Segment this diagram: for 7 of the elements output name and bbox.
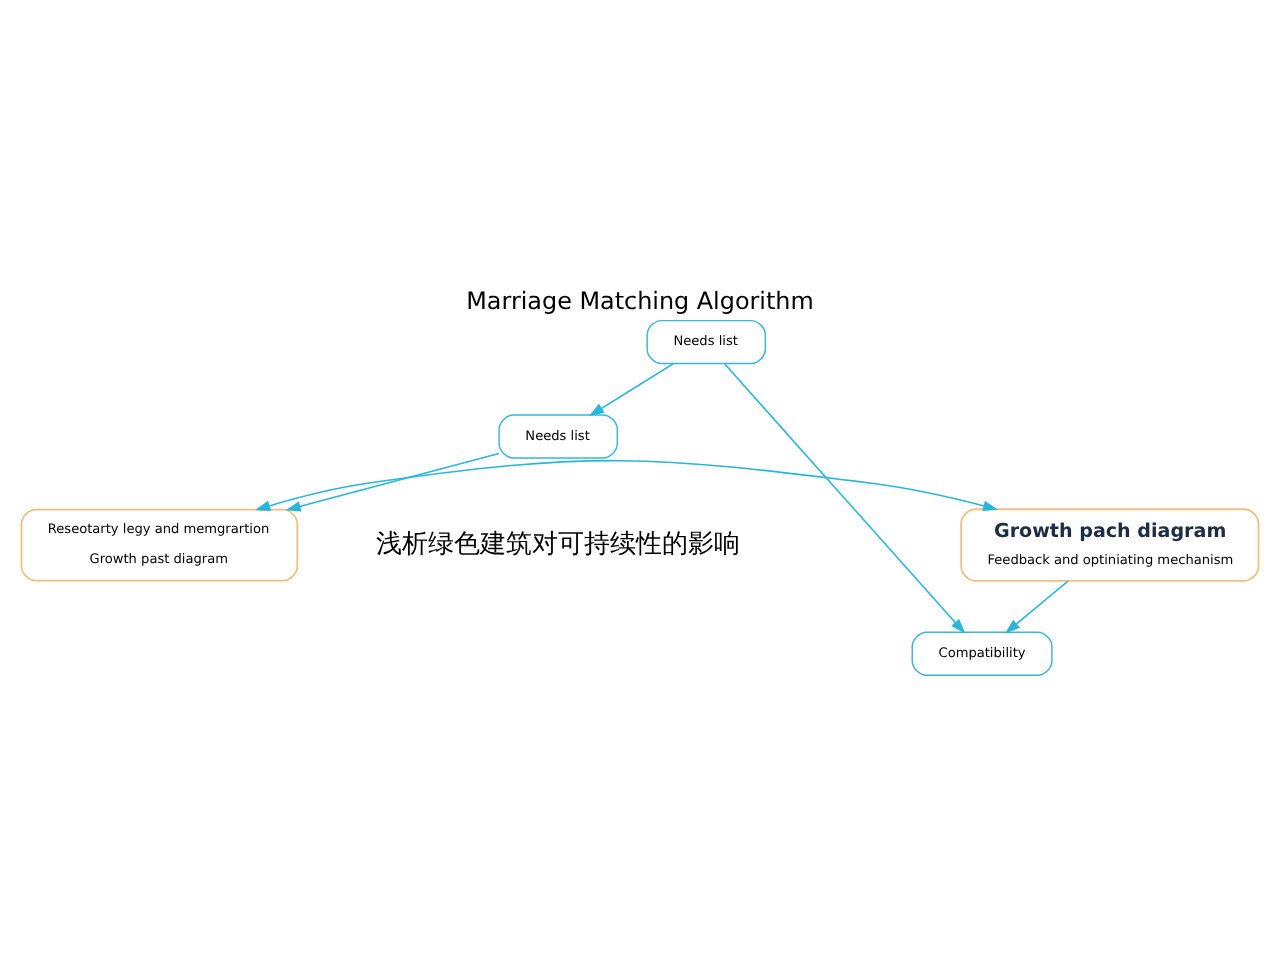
arrow (724, 363, 966, 634)
arrow (1005, 580, 1069, 634)
arrow (588, 362, 675, 417)
diagram-title: Marriage Matching Algorithm (466, 286, 814, 315)
arrow (285, 452, 500, 512)
arrow (255, 459, 999, 511)
label: 浅析绿色建筑对可持续性的影响 (376, 529, 741, 560)
